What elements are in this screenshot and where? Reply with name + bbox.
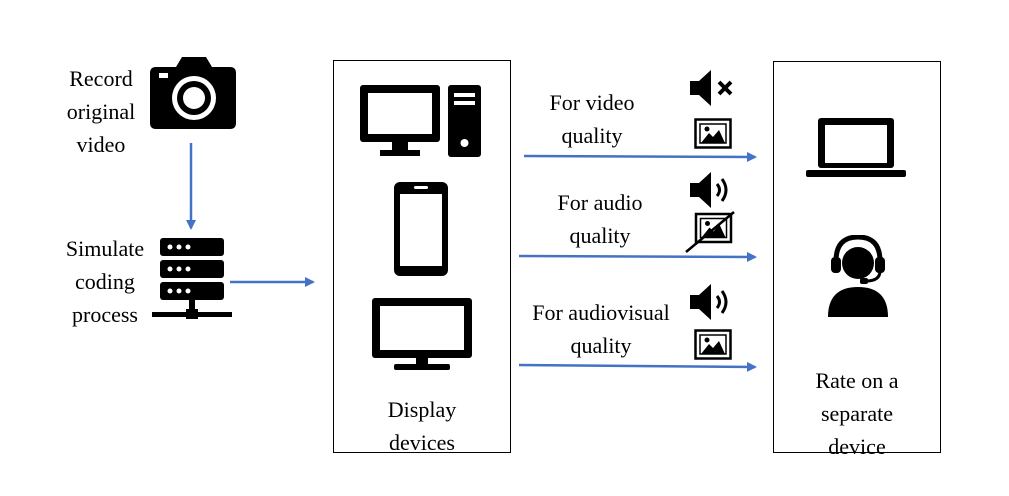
smartphone-icon [394,182,448,276]
speaker-muted-icon [690,70,733,106]
condition-video-label: For video quality [549,90,635,148]
record-label: Record original video [66,66,136,157]
rating-device-box [773,61,941,453]
monitor-icon [372,298,472,370]
image-crossed-icon [685,211,735,253]
image-icon [694,329,732,360]
rating-device-label: Rate on a separate device [815,368,899,459]
speaker-on-icon [690,172,728,208]
image-icon [694,118,732,149]
server-icon [152,238,232,319]
person-with-headset-icon [828,235,888,317]
arrow-video-quality [523,151,757,162]
arrow-audio-quality [518,251,757,262]
speaker-on-icon [690,284,728,320]
display-devices-label: Display devices [387,397,457,455]
condition-audio-label: For audio quality [557,190,643,248]
desktop-computer-icon [360,85,481,157]
simulate-label: Simulate coding process [65,236,145,327]
arrow-audiovisual-quality [518,361,757,372]
display-devices-box [333,60,511,453]
camera-icon [150,57,236,129]
laptop-icon [806,118,906,177]
condition-audiovisual-label: For audiovisual quality [532,300,670,358]
